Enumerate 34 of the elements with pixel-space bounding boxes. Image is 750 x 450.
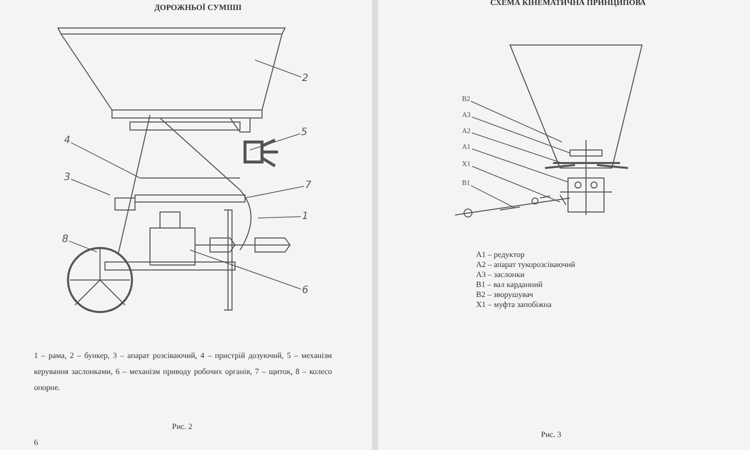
- legend-text: А2 – апарат тукорозсіваючий: [476, 260, 576, 270]
- callout-number: 7: [305, 180, 312, 191]
- legend-text: В1 – вал карданний: [476, 280, 543, 290]
- callout-number: 1: [302, 211, 308, 222]
- leader-line: [254, 60, 302, 78]
- leader-line: [258, 216, 302, 218]
- legend-text: А1 – редуктор: [476, 250, 524, 260]
- page-title: ДОРОЖНЬОЇ СУМІШІ: [153, 3, 243, 13]
- callout-number: 3: [64, 172, 70, 183]
- legend-text: А3 – заслонки: [476, 270, 524, 280]
- callout-number: 5: [301, 127, 308, 138]
- caption-text: 1 – рама, 2 – бункер, 3 – апарат розсіваючий, 4 – пристрій дозуючий, 5 – механізм керування заслонками, 6 – механізм приводу робочих органів, 7 – щиток, 8 – колесо опорне.: [34, 350, 332, 394]
- callout-number: 8: [62, 234, 68, 245]
- page-number: 6: [34, 438, 38, 448]
- leader-line: [470, 100, 562, 142]
- figure-caption: Рис. 3: [541, 430, 562, 440]
- leader-line: [70, 178, 110, 196]
- figure-caption: Рис. 2: [172, 422, 192, 432]
- leader-line: [472, 166, 560, 202]
- leader-line: [470, 185, 516, 208]
- page-title: СХЕМА КІНЕМАТИЧНА ПРИНЦИПОВА: [489, 0, 647, 8]
- leader-line: [472, 116, 570, 154]
- leader-line: [190, 250, 302, 290]
- callout-number: 6: [302, 285, 308, 296]
- leader-line: [68, 240, 98, 252]
- leader-line: [250, 133, 300, 150]
- callout-number: 2: [302, 73, 308, 84]
- leader-line: [472, 148, 568, 182]
- leader-line: [244, 186, 304, 198]
- leader-line: [472, 132, 566, 164]
- legend-text: Х1 – муфта запобіжна: [476, 300, 552, 310]
- leader-line: [70, 142, 140, 178]
- legend-text: В2 – зворушувач: [476, 290, 534, 300]
- callout-number: 4: [64, 135, 70, 146]
